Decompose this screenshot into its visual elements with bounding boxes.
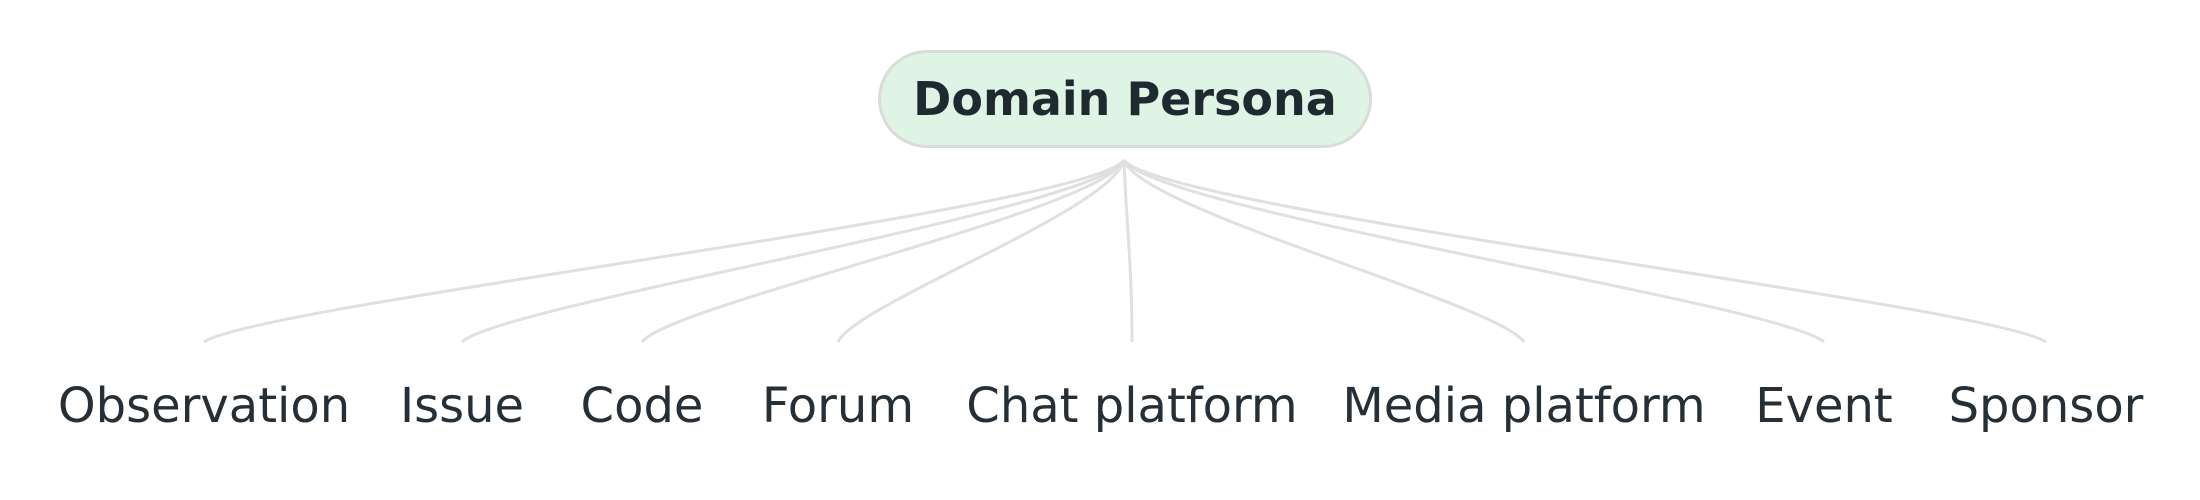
child-node-event[interactable]: Event: [1755, 378, 1893, 434]
edge-root-to-sponsor: [1122, 158, 2047, 344]
child-node-issue[interactable]: Issue: [399, 378, 525, 434]
child-node-code[interactable]: Code: [580, 378, 704, 434]
edge-root-to-chat-platform: [1122, 159, 1134, 343]
edge-root-to-event: [1122, 159, 1825, 344]
child-node-chat-platform[interactable]: Chat platform: [966, 378, 1298, 434]
edge-root-to-observation: [203, 158, 1126, 344]
root-node[interactable]: Domain Persona: [878, 50, 1372, 148]
edge-root-to-media-platform: [1122, 159, 1526, 343]
child-node-media-platform[interactable]: Media platform: [1342, 378, 1706, 434]
edge-root-to-issue: [460, 159, 1126, 344]
root-node-label: Domain Persona: [913, 72, 1337, 126]
child-node-forum[interactable]: Forum: [761, 378, 915, 434]
child-node-observation[interactable]: Observation: [57, 378, 351, 434]
edge-root-to-forum: [836, 159, 1126, 343]
edge-root-to-code: [640, 159, 1126, 344]
child-node-sponsor[interactable]: Sponsor: [1948, 378, 2144, 434]
